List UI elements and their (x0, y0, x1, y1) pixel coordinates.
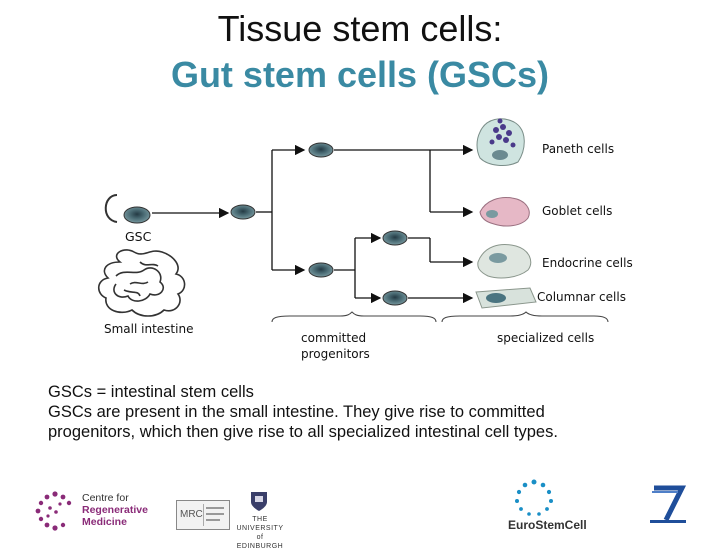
specialized-cells-label: specialized cells (497, 331, 595, 345)
committed-progenitor-bottom (308, 262, 334, 278)
crm-line: Regenerative (82, 504, 148, 516)
endocrine-cell-image (477, 244, 532, 279)
crm-line: Centre for (82, 492, 129, 504)
slide-title: Tissue stem cells: (217, 8, 503, 49)
endocrine-precursor (382, 230, 408, 246)
goblet-label: Goblet cells (542, 204, 613, 218)
small-intestine-label: Small intestine (104, 322, 194, 336)
progenitors-label: progenitors (301, 347, 370, 361)
specialized-bracket (441, 311, 609, 323)
progenitor-bracket (271, 311, 437, 323)
description-line: GSCs are present in the small intestine.… (48, 403, 545, 421)
paneth-cell-image (476, 118, 525, 166)
eurostemcell-logo-mark (515, 479, 553, 516)
edinburgh-crest-icon (251, 492, 267, 511)
small-intestine-image (97, 249, 186, 317)
edinburgh-line: of EDINBURGH (236, 534, 284, 550)
crm-logo-mark (35, 491, 72, 531)
edinburgh-line: THE UNIVERSITY (236, 516, 284, 532)
gsc-label: GSC (125, 229, 152, 244)
endocrine-label: Endocrine cells (542, 256, 633, 270)
committed-progenitor-top (308, 142, 334, 158)
columnar-label: Columnar cells (537, 290, 626, 304)
description-line: GSCs = intestinal stem cells (48, 383, 254, 401)
gsc-cell (123, 206, 151, 224)
description-text: GSCs = intestinal stem cells GSCs are pr… (48, 382, 698, 442)
mrc-text: MRC (180, 509, 203, 520)
goblet-cell-image (479, 197, 530, 227)
slide-subtitle: Gut stem cells (GSCs) (170, 54, 550, 95)
progenitor-cell (230, 204, 256, 220)
fp7-logo (650, 485, 687, 523)
crm-logo-text: Centre for Regenerative Medicine (82, 492, 148, 528)
description-line: progenitors, which then give rise to all… (48, 423, 558, 441)
columnar-precursor (382, 290, 408, 306)
columnar-cell-image (475, 287, 537, 309)
crm-line: Medicine (82, 516, 127, 528)
mrc-logo: MRC (176, 500, 230, 530)
committed-label: committed (301, 331, 367, 345)
eurostemcell-logo-text: EuroStemCell (508, 518, 587, 532)
paneth-label: Paneth cells (542, 142, 615, 156)
edinburgh-logo-text: THE UNIVERSITY of EDINBURGH (234, 515, 286, 551)
crypt-outline (104, 194, 118, 223)
